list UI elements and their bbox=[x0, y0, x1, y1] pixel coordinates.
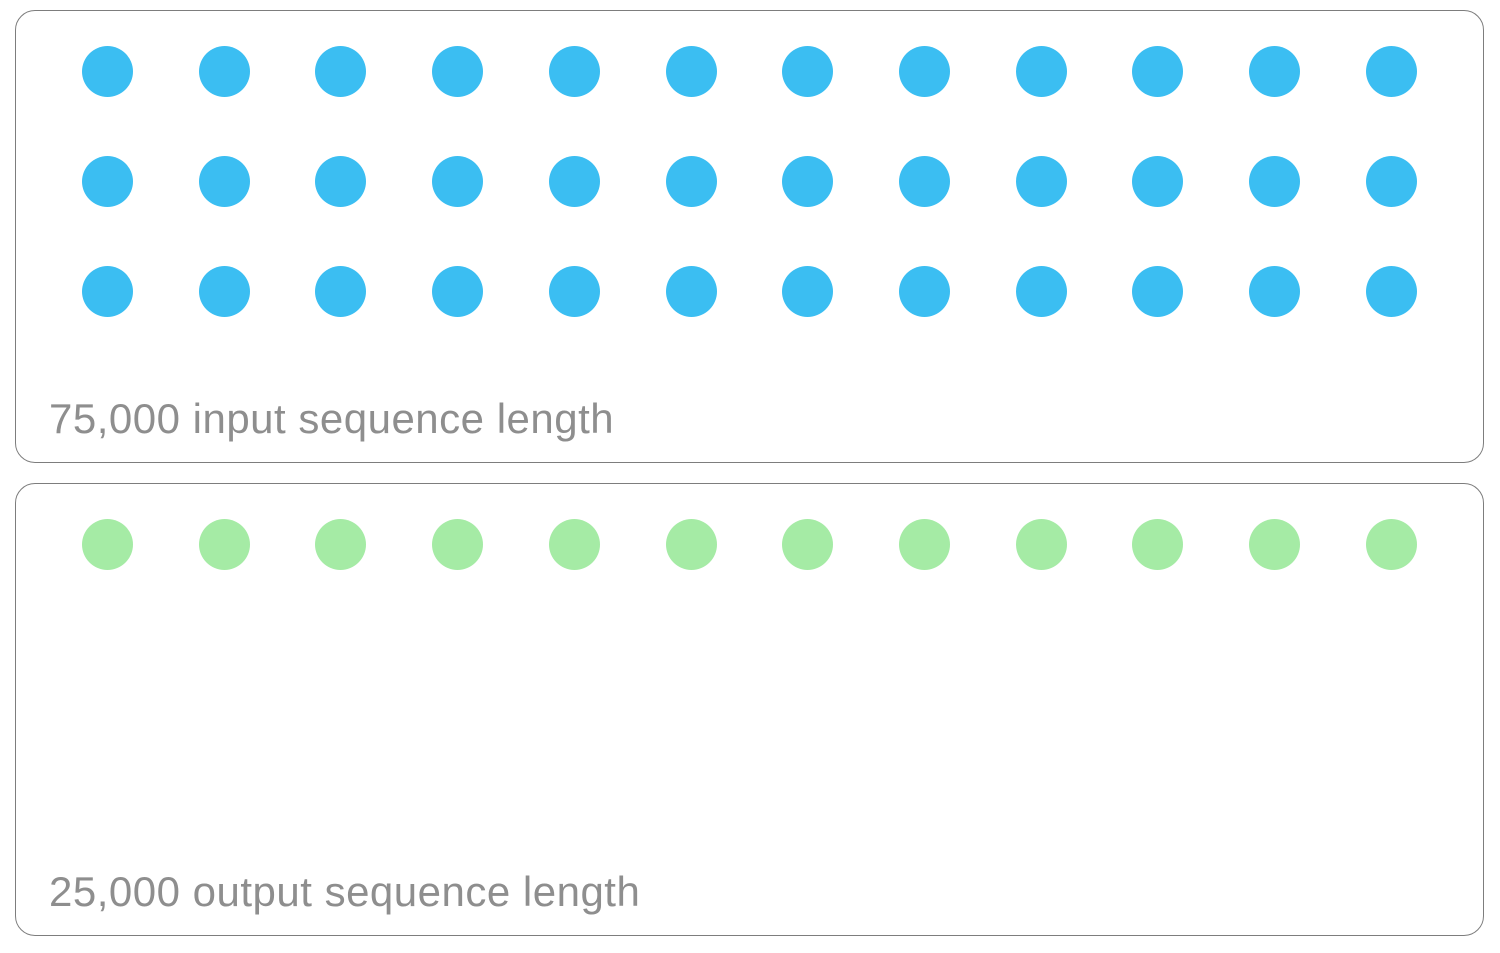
input-token-dot bbox=[1132, 156, 1184, 207]
input-dot-row bbox=[82, 266, 1417, 317]
input-token-dot bbox=[1015, 46, 1067, 97]
input-token-dot bbox=[1249, 266, 1301, 317]
input-sequence-panel: 75,000 input sequence length bbox=[15, 10, 1484, 463]
input-sequence-label: 75,000 input sequence length bbox=[49, 394, 615, 442]
input-token-dot bbox=[1365, 266, 1417, 317]
input-dot-row bbox=[82, 46, 1417, 97]
input-token-dot bbox=[432, 266, 484, 317]
input-token-dot bbox=[432, 156, 484, 207]
input-dot-row bbox=[82, 156, 1417, 207]
input-token-dot bbox=[782, 46, 834, 97]
output-dot-row bbox=[82, 519, 1417, 570]
input-token-dot bbox=[899, 156, 951, 207]
output-dot-grid bbox=[16, 484, 1483, 570]
input-token-dot bbox=[548, 46, 600, 97]
input-token-dot bbox=[1249, 46, 1301, 97]
input-token-dot bbox=[82, 156, 133, 207]
output-token-dot bbox=[665, 519, 717, 570]
output-token-dot bbox=[1132, 519, 1184, 570]
input-token-dot bbox=[432, 46, 484, 97]
output-token-dot bbox=[315, 519, 367, 570]
input-token-dot bbox=[1015, 266, 1067, 317]
input-token-dot bbox=[1365, 46, 1417, 97]
output-token-dot bbox=[1365, 519, 1417, 570]
output-token-dot bbox=[1015, 519, 1067, 570]
output-sequence-panel: 25,000 output sequence length bbox=[15, 483, 1484, 936]
input-token-dot bbox=[198, 156, 250, 207]
input-token-dot bbox=[899, 266, 951, 317]
input-token-dot bbox=[548, 156, 600, 207]
output-token-dot bbox=[899, 519, 951, 570]
input-token-dot bbox=[1132, 46, 1184, 97]
input-token-dot bbox=[1132, 266, 1184, 317]
input-token-dot bbox=[82, 46, 133, 97]
output-token-dot bbox=[1249, 519, 1301, 570]
output-token-dot bbox=[198, 519, 250, 570]
output-sequence-label: 25,000 output sequence length bbox=[49, 867, 641, 915]
input-token-dot bbox=[315, 46, 367, 97]
input-token-dot bbox=[548, 266, 600, 317]
input-token-dot bbox=[198, 266, 250, 317]
input-token-dot bbox=[665, 46, 717, 97]
input-token-dot bbox=[315, 156, 367, 207]
input-token-dot bbox=[665, 156, 717, 207]
output-token-dot bbox=[82, 519, 133, 570]
output-token-dot bbox=[548, 519, 600, 570]
input-token-dot bbox=[1365, 156, 1417, 207]
output-token-dot bbox=[782, 519, 834, 570]
input-token-dot bbox=[665, 266, 717, 317]
input-token-dot bbox=[1015, 156, 1067, 207]
input-token-dot bbox=[315, 266, 367, 317]
input-token-dot bbox=[1249, 156, 1301, 207]
output-token-dot bbox=[432, 519, 484, 570]
input-token-dot bbox=[899, 46, 951, 97]
input-token-dot bbox=[82, 266, 133, 317]
input-token-dot bbox=[782, 266, 834, 317]
input-token-dot bbox=[198, 46, 250, 97]
input-dot-grid bbox=[16, 11, 1483, 317]
input-token-dot bbox=[782, 156, 834, 207]
